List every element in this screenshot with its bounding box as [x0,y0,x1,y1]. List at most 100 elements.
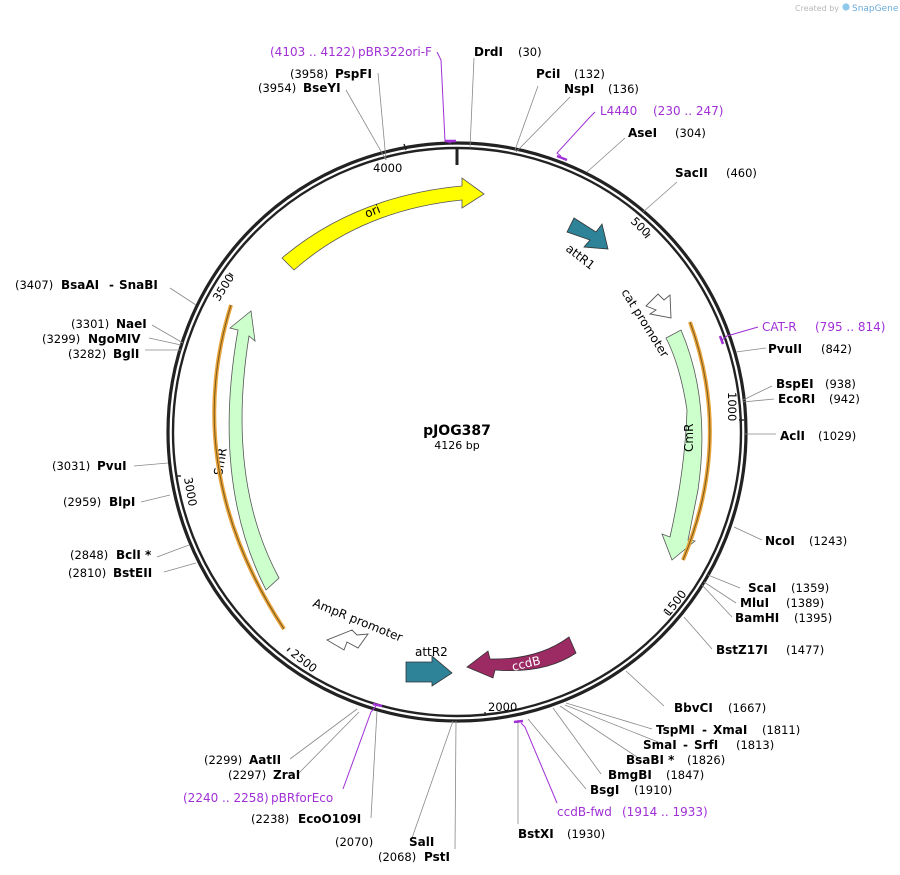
site-name-ncoi[interactable]: NcoI [765,534,795,548]
site-name-tspmi[interactable]: TspMI [656,723,695,737]
site-pos-pvuii: (842) [821,342,852,356]
site-name-bsteii[interactable]: BstEII [113,566,152,580]
site-pos-pcii: (132) [574,67,605,81]
site-pos-drdi: (30) [518,45,542,59]
site-name-naei[interactable]: NaeI [116,317,147,331]
site-pos-aatii: (2299) [204,753,242,767]
primer-range-pbr322ori-f: (4103 .. 4122) [270,45,356,59]
primer-name-ccdb-fwd[interactable]: ccdB-fwd [557,805,612,819]
tick-mark-2500 [286,647,291,652]
site-name-zrai[interactable]: ZraI [273,768,300,782]
site-pos-blpi: (2959) [63,495,101,509]
site-pos-ncoi: (1243) [809,534,847,548]
smr-feature[interactable] [228,310,280,591]
site-name-bsgi[interactable]: BsgI [590,783,619,797]
ccdb-feature[interactable] [466,636,577,679]
site-name-ngomiv[interactable]: NgoMIV [88,332,141,346]
site-name-bspei[interactable]: BspEI [776,377,814,391]
site-pos-bsaai: (3407) [15,278,53,292]
site-name-srfi[interactable]: SrfI [694,738,718,752]
site-pos-naei: (3301) [71,317,109,331]
site-name-acli[interactable]: AclI [780,429,805,443]
credit-brand[interactable]: SnapGene [852,4,899,14]
site-name-bgli[interactable]: BglI [113,347,139,361]
site-pos-pspfi: (3958) [290,67,328,81]
ccdb-label: ccdB [510,653,542,674]
site-pos-bsgi: (1910) [634,783,672,797]
site-sep-tspmi: - [702,723,707,737]
snapgene-logo-icon [842,3,850,11]
site-name-snabi[interactable]: SnaBI [119,278,158,292]
site-name-pvuii[interactable]: PvuII [768,342,802,356]
site-name-xmai[interactable]: XmaI [713,723,747,737]
ori-label: ori [363,202,383,221]
site-name-pvui[interactable]: PvuI [97,459,127,473]
site-name-ecori[interactable]: EcoRI [778,392,815,406]
cmr-feature[interactable] [661,329,703,561]
backbone-outer [166,141,748,723]
site-pos-mlui: (1389) [786,596,824,610]
site-sep-bsaai: - [109,278,114,292]
site-name-bsaai[interactable]: BsaAI [61,278,99,292]
primer-range-cat-r: (795 .. 814) [815,320,885,334]
credit-prefix: Created by [795,4,839,13]
site-name-psti[interactable]: PstI [424,850,450,864]
smr-orf-core [213,304,285,630]
tick-label-2000: 2000 [488,700,517,714]
tick-mark-4000 [403,143,407,151]
site-pos-bgli: (3282) [68,347,106,361]
site-name-bstz17i[interactable]: BstZ17I [716,643,768,657]
cat-promoter-label: cat promoter [618,286,671,360]
site-name-pspfi[interactable]: PspFI [335,67,372,81]
site-name-bbvci[interactable]: BbvCI [674,701,713,715]
site-name-bstxi[interactable]: BstXI [518,827,554,841]
attr1-feature[interactable] [566,217,609,250]
site-name-pcii[interactable]: PciI [536,67,561,81]
site-pos-psti: (2068) [378,850,416,864]
site-name-sali[interactable]: SalI [409,835,434,849]
site-name-bmgbi[interactable]: BmgBI [608,768,652,782]
attr2-feature[interactable] [405,655,453,687]
site-name-bamhi[interactable]: BamHI [735,611,779,625]
primer-name-cat-r[interactable]: CAT-R [762,320,797,334]
ori-feature[interactable] [281,177,485,271]
primer-marks [342,51,759,804]
cat-promoter-feature[interactable] [645,293,672,319]
site-name-asei[interactable]: AseI [628,126,657,140]
site-pos-bbvci: (1667) [728,701,766,715]
site-pos-bcli: (2848) [70,548,108,562]
site-name-aatii[interactable]: AatII [249,753,281,767]
primer-name-pbr322ori-f[interactable]: pBR322ori-F [358,45,432,59]
site-pos-asei: (304) [675,126,706,140]
site-name-ecoo109i[interactable]: EcoO109I [298,812,361,826]
site-pos-bsteii: (2810) [68,566,106,580]
site-pos-ngomiv: (3299) [42,332,80,346]
site-pos-ecoo109i: (2238) [251,812,289,826]
site-pos-nspi: (136) [608,82,639,96]
site-name-mlui[interactable]: MluI [740,596,769,610]
site-name-bcli[interactable]: BclI * [116,548,152,562]
site-pos-bspei: (938) [825,377,856,391]
site-name-smai[interactable]: SmaI [643,738,677,752]
attr2-label: attR2 [415,645,448,659]
plasmid-size: 4126 bp [434,439,479,452]
site-name-blpi[interactable]: BlpI [109,495,135,509]
primer-name-pbrforeco[interactable]: pBRforEco [271,791,333,805]
tick-label-1000: 1000 [725,392,739,421]
ampr-promoter-feature[interactable] [325,629,369,651]
site-name-drdi[interactable]: DrdI [474,45,503,59]
site-name-scai[interactable]: ScaI [748,581,776,595]
tick-mark-3500 [228,272,234,277]
tick-label-4000: 4000 [373,161,402,175]
site-pos-sacii: (460) [726,166,757,180]
site-name-sacii[interactable]: SacII [675,166,708,180]
site-pos-zrai: (2297) [228,768,266,782]
site-leader-lines [133,57,776,850]
primer-name-l4440[interactable]: L4440 [600,104,637,118]
site-pos-bseyi: (3954) [258,81,296,95]
site-name-bsabi[interactable]: BsaBI * [626,753,675,767]
site-name-bseyi[interactable]: BseYI [303,81,341,95]
site-name-nspi[interactable]: NspI [564,82,594,96]
site-pos-bsabi: (1826) [687,753,725,767]
